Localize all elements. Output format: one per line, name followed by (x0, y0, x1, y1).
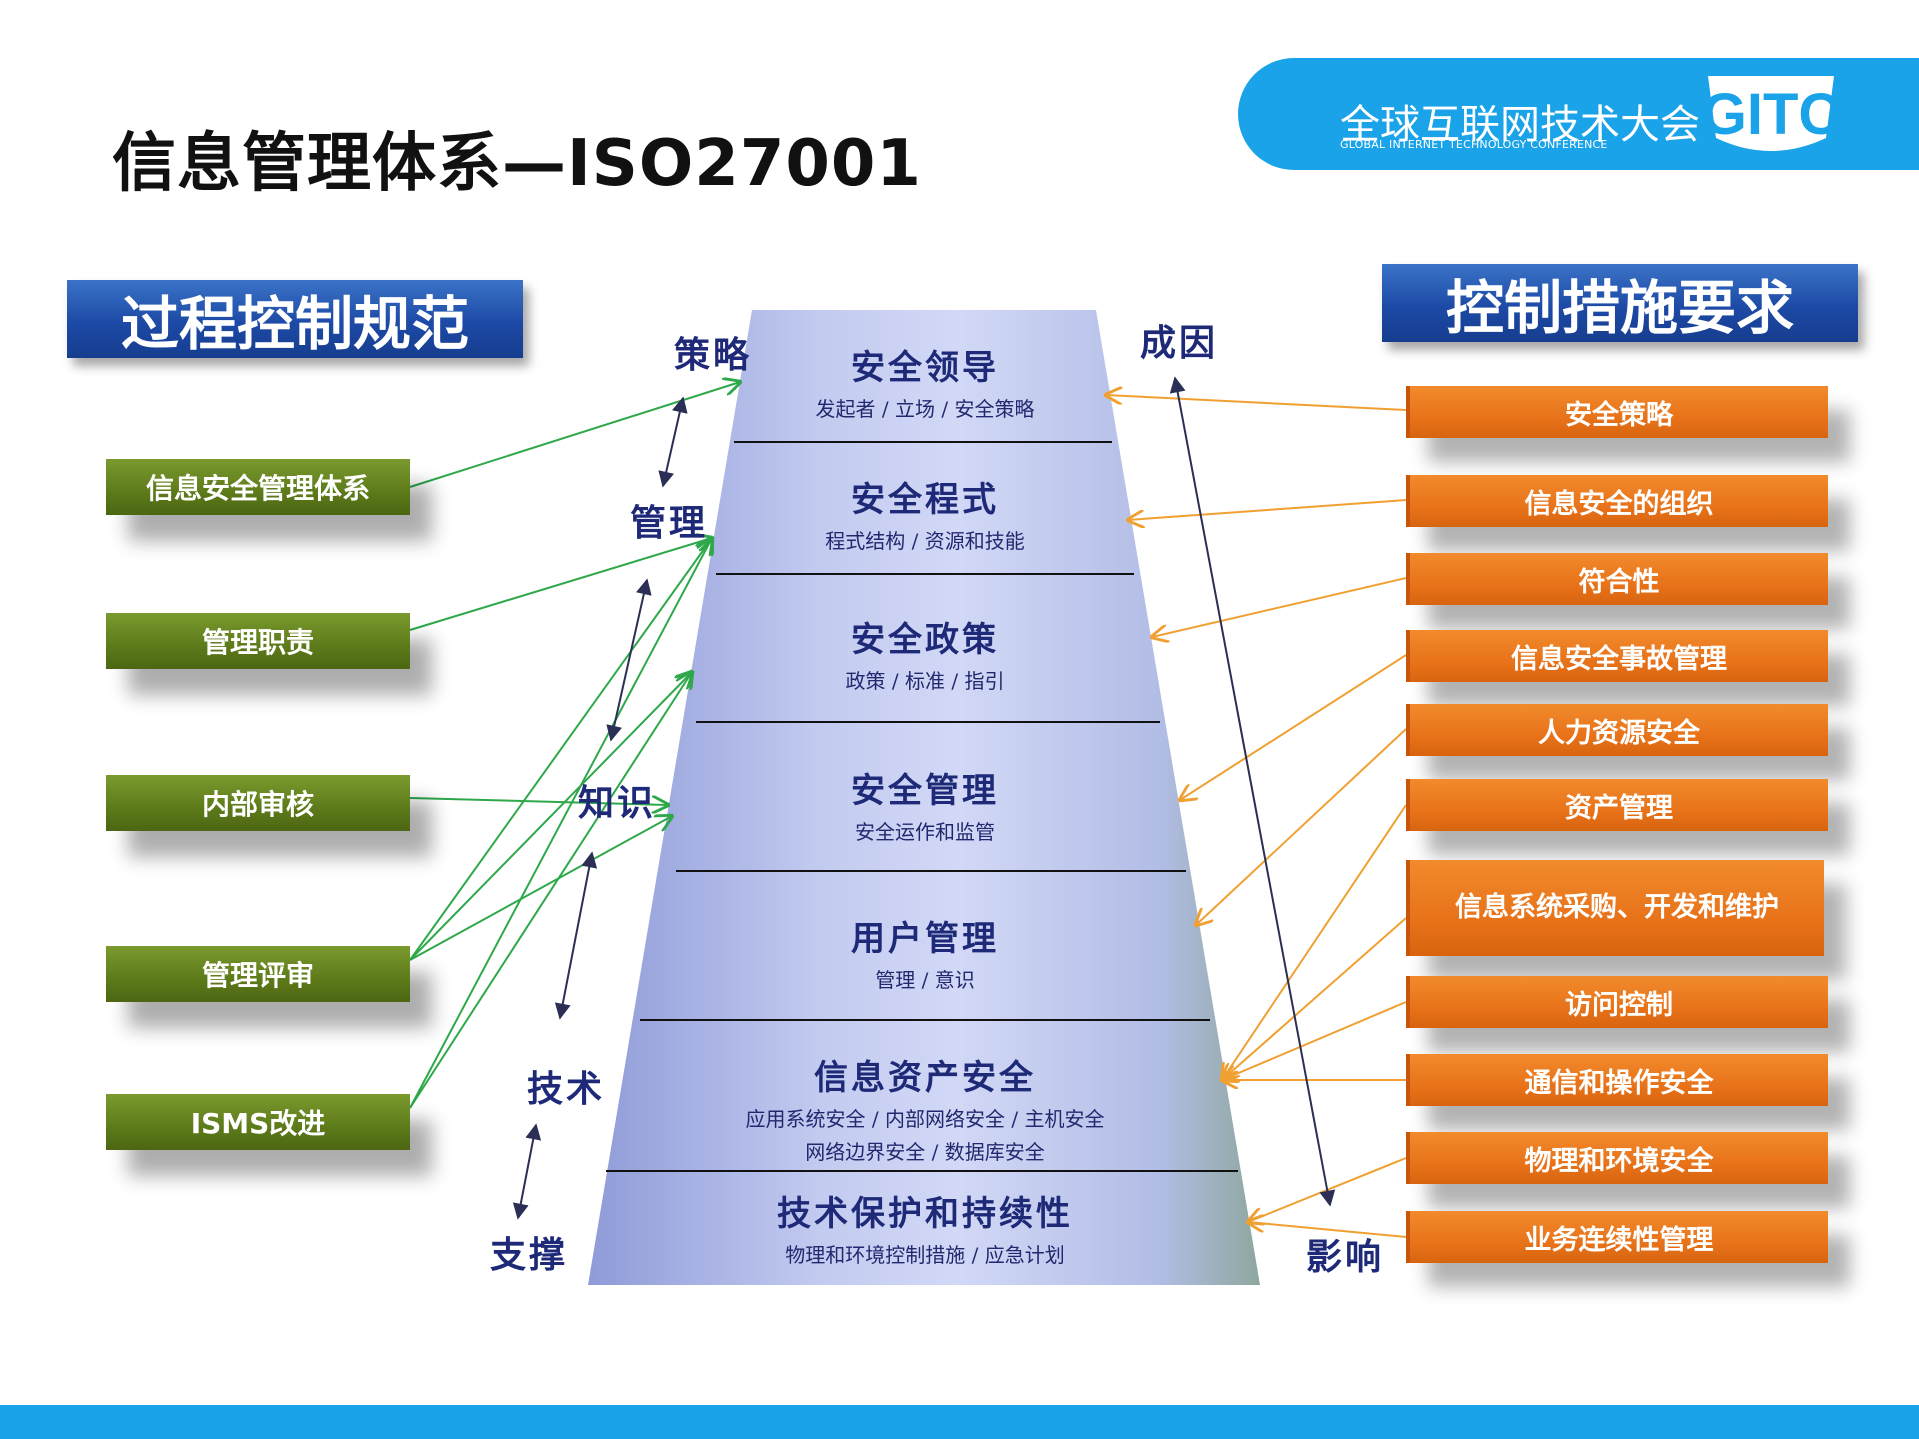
relation-arrows (512, 376, 1336, 1220)
control-item-security-policy: 安全策略 (1406, 386, 1828, 438)
control-item-communications: 通信和操作安全 (1406, 1054, 1828, 1106)
footer-band (0, 1405, 1919, 1439)
label-strategy: 策略 (674, 334, 753, 376)
process-item-isms-improvement: ISMS改进 (106, 1094, 410, 1150)
label-support: 支撑 (490, 1234, 569, 1276)
control-item-physical-security: 物理和环境安全 (1406, 1132, 1828, 1184)
layer-security-leadership: 安全领导 发起者 / 立场 / 安全策略 (760, 340, 1090, 422)
layer-title: 安全程式 (851, 480, 999, 520)
control-measures-header: 控制措施要求 (1382, 264, 1858, 342)
layer-title: 信息资产安全 (814, 1058, 1036, 1098)
pyramid-trapezoid (588, 310, 1260, 1285)
process-arrows (409, 382, 740, 1109)
layer-title: 安全管理 (851, 771, 999, 811)
layer-subtitle: 发起者 / 立场 / 安全策略 (815, 397, 1035, 421)
layer-user-management: 用户管理 管理 / 意识 (760, 911, 1090, 993)
layer-subtitle: 管理 / 意识 (875, 968, 975, 992)
layer-security-program: 安全程式 程式结构 / 资源和技能 (760, 472, 1090, 554)
label-management: 管理 (630, 502, 709, 544)
layer-subtitle: 应用系统安全 / 内部网络安全 / 主机安全 (745, 1107, 1105, 1131)
svg-text:GITC: GITC (1702, 82, 1841, 147)
process-item-management-responsibility: 管理职责 (106, 613, 410, 669)
label-technology: 技术 (527, 1068, 606, 1110)
layer-title: 用户管理 (851, 919, 999, 959)
layer-subtitle: 安全运作和监管 (855, 820, 995, 844)
control-item-access-control: 访问控制 (1406, 976, 1828, 1028)
process-item-internal-audit: 内部审核 (106, 775, 410, 831)
process-item-isms: 信息安全管理体系 (106, 459, 410, 515)
layer-title: 安全领导 (851, 348, 999, 388)
label-influence: 影响 (1306, 1236, 1385, 1278)
control-item-system-acquisition: 信息系统采购、开发和维护 (1406, 860, 1824, 956)
logo-name-en: GLOBAL INTERNET TECHNOLOGY CONFERENCE (1340, 138, 1608, 151)
control-item-incident-management: 信息安全事故管理 (1406, 630, 1828, 682)
layer-security-management: 安全管理 安全运作和监管 (760, 763, 1090, 845)
layer-title: 安全政策 (851, 620, 999, 660)
layer-security-policy: 安全政策 政策 / 标准 / 指引 (760, 612, 1090, 694)
logo-name-cn: 全球互联网技术大会 (1340, 102, 1700, 148)
label-cause: 成因 (1140, 322, 1219, 364)
label-knowledge: 知识 (578, 782, 657, 824)
control-item-asset-management: 资产管理 (1406, 779, 1828, 831)
process-control-header: 过程控制规范 (67, 280, 523, 358)
control-item-organization: 信息安全的组织 (1406, 475, 1828, 527)
control-item-compliance: 符合性 (1406, 553, 1828, 605)
layer-dividers (606, 441, 1238, 1172)
control-item-business-continuity: 业务连续性管理 (1406, 1211, 1828, 1263)
layer-technical-protection: 技术保护和持续性 物理和环境控制措施 / 应急计划 (690, 1186, 1160, 1268)
layer-subtitle: 物理和环境控制措施 / 应急计划 (785, 1243, 1065, 1267)
control-item-hr-security: 人力资源安全 (1406, 704, 1828, 756)
process-item-management-review: 管理评审 (106, 946, 410, 1002)
layer-title: 技术保护和持续性 (777, 1194, 1073, 1234)
layer-information-asset-security: 信息资产安全 应用系统安全 / 内部网络安全 / 主机安全 网络边界安全 / 数… (690, 1050, 1160, 1165)
layer-subtitle: 政策 / 标准 / 指引 (845, 669, 1005, 693)
layer-subtitle-2: 网络边界安全 / 数据库安全 (805, 1140, 1045, 1164)
layer-subtitle: 程式结构 / 资源和技能 (825, 529, 1025, 553)
gitc-logo-icon: GITC (1702, 76, 1841, 151)
slide-title: 信息管理体系—ISO27001 (112, 127, 922, 201)
